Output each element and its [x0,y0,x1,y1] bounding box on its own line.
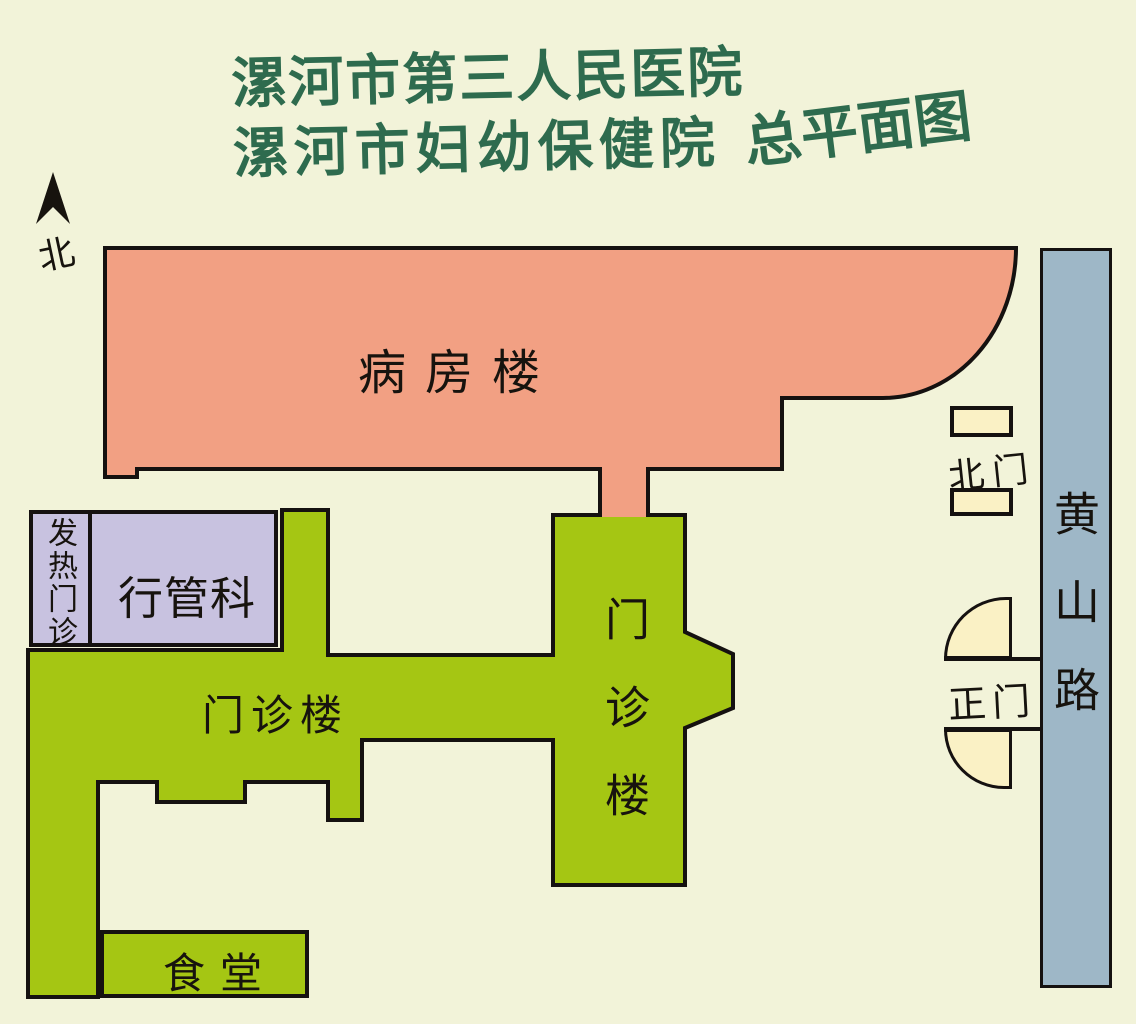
ward-connector-edges [598,467,650,517]
ward-building-label: 病房楼 [358,345,560,401]
north-arrow-icon [36,172,70,224]
north-gate-rect-top [950,406,1013,437]
ward-connector-shape [600,464,648,517]
road-strip [1040,248,1112,988]
fever-clinic-box [29,510,92,647]
outpatient-label-vertical: 门诊楼 [597,596,650,860]
main-gate-wall-top [944,657,1042,661]
fever-clinic-label: 发热门诊 [42,517,77,649]
north-gate-rect-bottom [950,488,1013,516]
road-label: 黄山路 [1047,490,1101,754]
main-gate-label: 正门 [947,678,1038,728]
outpatient-label-horizontal: 门诊楼 [202,691,350,740]
ward-building-shape [103,246,1019,479]
north-gate-label: 北门 [946,448,1039,499]
canteen-box [100,930,309,998]
admin-section-box [88,510,278,647]
admin-section-label: 行管科 [118,572,257,625]
outpatient-building-shape [26,508,735,999]
canteen-label: 食堂 [163,949,278,998]
